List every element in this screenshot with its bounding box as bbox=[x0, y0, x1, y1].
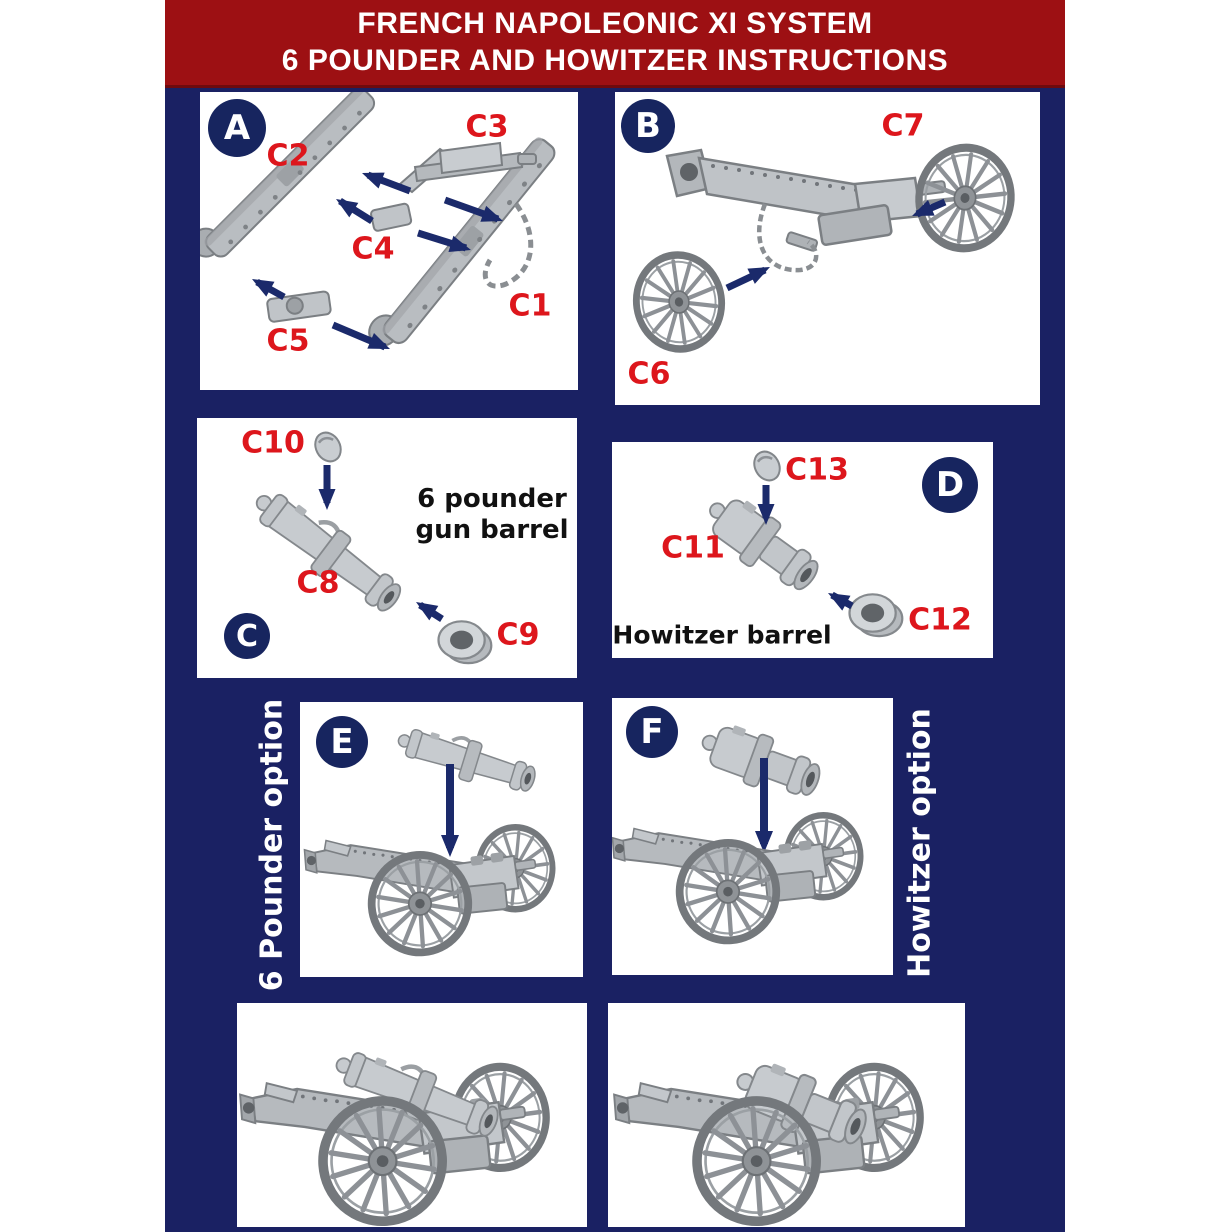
assembly-arrow-icon bbox=[757, 485, 775, 525]
six-pounder-caption: 6 pounder gun barrel bbox=[415, 484, 568, 546]
title-line-1: FRENCH NAPOLEONIC XI SYSTEM bbox=[357, 7, 873, 40]
part-label-c10: C10 bbox=[241, 425, 305, 461]
part-label-c9: C9 bbox=[496, 617, 540, 653]
howitzer-caption: Howitzer barrel bbox=[612, 620, 832, 650]
panel-f-letter: F bbox=[640, 712, 664, 752]
block-c4-illustration bbox=[370, 202, 413, 232]
finished-howitzer-panel bbox=[608, 1003, 965, 1227]
part-label-c5: C5 bbox=[266, 323, 310, 359]
caption-line-2: gun barrel bbox=[415, 515, 569, 545]
part-label-c1: C1 bbox=[508, 288, 552, 324]
panel-a-badge: A bbox=[208, 99, 266, 157]
part-label-c4: C4 bbox=[351, 231, 395, 267]
assembly-arrow-icon bbox=[318, 465, 336, 510]
panel-c-badge: C bbox=[224, 613, 270, 659]
part-label-c11: C11 bbox=[661, 530, 725, 566]
hatch-c10-illustration bbox=[309, 426, 347, 468]
caption-line-1: 6 pounder bbox=[417, 484, 567, 514]
six-pounder-barrel-illustration bbox=[197, 426, 493, 665]
step-panel-a: A C2 C3 C4 C5 C1 bbox=[200, 92, 578, 390]
step-panel-f: F bbox=[612, 698, 893, 975]
part-label-c6: C6 bbox=[627, 356, 671, 392]
carriage-wheels-illustration bbox=[615, 92, 1040, 405]
panel-f-badge: F bbox=[626, 706, 678, 758]
floating-barrel-illustration bbox=[390, 717, 542, 802]
assembly-arrow-icon bbox=[755, 758, 773, 853]
part-label-c12: C12 bbox=[908, 602, 972, 638]
axletree-c3-illustration bbox=[398, 141, 537, 194]
finished-six-pounder-panel bbox=[237, 1003, 587, 1227]
assembly-arrow-icon bbox=[725, 266, 770, 292]
panel-b-letter: B bbox=[635, 106, 661, 146]
carriage-chain-illustration bbox=[756, 203, 819, 273]
part-label-c8: C8 bbox=[296, 565, 340, 601]
assembly-arrow-icon bbox=[252, 278, 286, 301]
panel-b-badge: B bbox=[621, 99, 675, 153]
title-line-2: 6 POUNDER AND HOWITZER INSTRUCTIONS bbox=[281, 44, 949, 77]
panel-d-letter: D bbox=[935, 465, 965, 505]
assembly-arrow-icon bbox=[443, 196, 503, 223]
step-panel-d: D C13 C11 C12 Howitzer barrel bbox=[612, 442, 993, 658]
assembly-arrow-icon bbox=[912, 198, 947, 218]
finished-six-pounder-illustration bbox=[237, 1003, 587, 1227]
hatch-c13-illustration bbox=[748, 445, 786, 487]
assembly-arrow-icon bbox=[828, 591, 854, 611]
wheel-c6-illustration bbox=[630, 249, 727, 354]
howitzer-option-side-label: Howitzer option bbox=[902, 708, 938, 978]
panel-a-letter: A bbox=[223, 108, 251, 148]
six-pounder-option-illustration bbox=[300, 717, 583, 977]
carriage-illustration bbox=[304, 823, 556, 955]
assembly-arrow-icon bbox=[331, 321, 390, 351]
wheel-c7-illustration bbox=[913, 142, 1018, 255]
part-label-c7: C7 bbox=[881, 108, 925, 144]
panel-d-badge: D bbox=[922, 457, 978, 513]
finished-howitzer-illustration bbox=[608, 1003, 965, 1227]
elevating-plate-c5-illustration bbox=[266, 290, 332, 323]
assembly-arrow-icon bbox=[362, 171, 412, 195]
carriage-illustration bbox=[612, 811, 864, 943]
step-panel-c: C 6 pounder gun barrel C10 C8 C9 bbox=[197, 418, 577, 678]
panel-c-letter: C bbox=[235, 618, 259, 654]
assembly-arrow-icon bbox=[416, 229, 471, 252]
howitzer-barrel-illustration bbox=[694, 445, 904, 638]
muzzle-ring-c12-illustration bbox=[848, 593, 904, 638]
part-label-c13: C13 bbox=[785, 452, 849, 488]
panel-e-letter: E bbox=[330, 722, 354, 762]
step-panel-b: B C7 C6 bbox=[615, 92, 1040, 405]
carriage-parts-illustration bbox=[200, 92, 560, 359]
muzzle-ring-c9-illustration bbox=[437, 620, 493, 665]
part-label-c3: C3 bbox=[465, 109, 509, 145]
six-pounder-option-side-label: 6 Pounder option bbox=[254, 698, 290, 992]
step-panel-e: E bbox=[300, 702, 583, 977]
panel-e-badge: E bbox=[316, 716, 368, 768]
assembly-arrow-icon bbox=[416, 602, 444, 622]
carriage-chain-illustration bbox=[482, 202, 534, 289]
title-banner: FRENCH NAPOLEONIC XI SYSTEM 6 POUNDER AN… bbox=[165, 0, 1065, 88]
carriage-body-illustration bbox=[665, 148, 947, 273]
sheet-content-area: FRENCH NAPOLEONIC XI SYSTEM 6 POUNDER AN… bbox=[165, 0, 1065, 1232]
assembly-arrow-icon bbox=[336, 198, 374, 224]
howitzer-option-illustration bbox=[612, 714, 893, 975]
part-label-c2: C2 bbox=[266, 138, 310, 174]
assembly-arrow-icon bbox=[441, 764, 459, 857]
